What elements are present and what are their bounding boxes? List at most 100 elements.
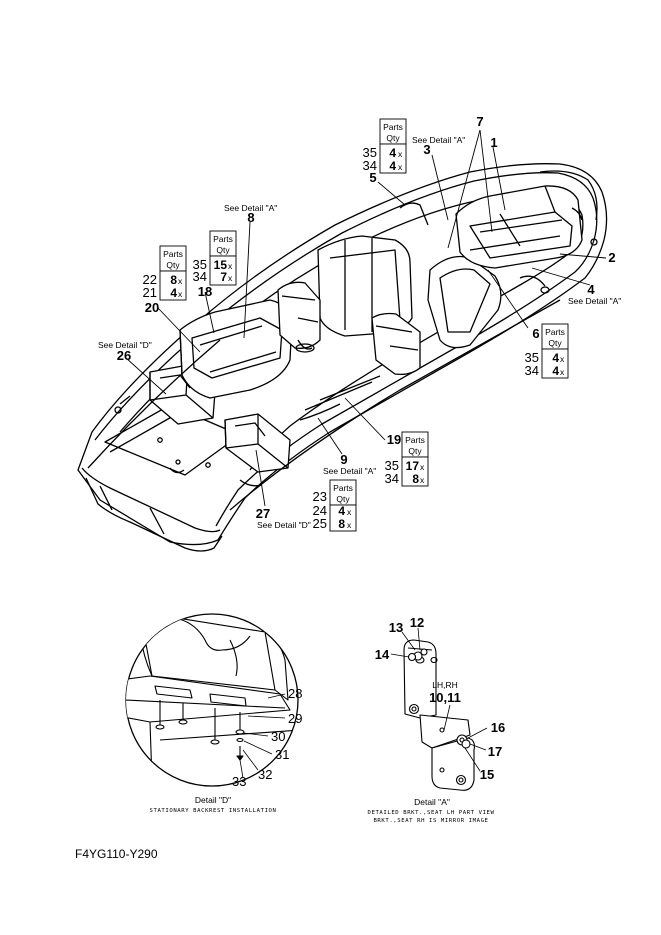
callout-18: 18 [198,284,212,299]
qty-label: Qty [386,133,400,143]
part-number: 35 [363,145,377,160]
qty-x: x [420,462,425,472]
qty-x: x [560,354,565,364]
part-number: 35 [525,350,539,365]
qty-value: 7 [220,270,227,284]
callout-1: 1 [490,135,497,150]
qty-value: 4 [170,286,177,300]
callout-3: 3 [423,142,430,157]
part-number: 21 [143,285,157,300]
parts-label: Parts [383,122,403,132]
detail-d: 28 29 30 31 32 33 Detail "D" STATIONARY … [125,613,302,814]
part-number: 22 [143,272,157,287]
detail-a-label-16: 16 [491,720,505,735]
detail-a-title: Detail "A" [414,797,450,807]
detail-d-label-28: 28 [288,686,302,701]
parts-label: Parts [545,327,565,337]
parts-table-3: Parts Qty 35 4 x 34 4 x [363,118,407,174]
see-detail-a-8: See Detail "A" [224,203,277,213]
qty-label: Qty [336,494,350,504]
see-detail-notes: See Detail "A" See Detail "A" See Detail… [98,135,621,530]
detail-a-label-12: 12 [410,615,424,630]
part-number: 35 [385,458,399,473]
see-detail-d-26: See Detail "D" [98,340,152,350]
detail-a-subtitle-1: DETAILED BRKT.,SEAT LH PART VIEW [368,810,495,816]
figure-code: F4YG110-Y290 [75,847,158,861]
qty-value: 17 [406,459,420,473]
callout-5: 5 [369,170,376,185]
detail-a-labels: 12 13 14 15 16 17 LH,RH 10,11 Detail "A"… [368,615,506,824]
see-detail-a-3: See Detail "A" [412,135,465,145]
qty-label: Qty [548,338,562,348]
detail-a-label-15: 15 [480,767,494,782]
qty-x: x [347,507,352,517]
qty-x: x [398,162,403,172]
detail-d-label-32: 32 [258,767,272,782]
callout-2: 2 [608,250,615,265]
detail-d-label-31: 31 [275,747,289,762]
qty-x: x [398,149,403,159]
part-number: 35 [193,257,207,272]
detail-a-lhrh: LH,RH [432,680,458,690]
see-detail-a-4: See Detail "A" [568,296,621,306]
qty-value: 15 [214,258,228,272]
callout-8: 8 [247,210,254,225]
qty-x: x [420,475,425,485]
callout-numbers: 1 2 3 4 5 6 7 8 9 18 19 20 26 27 [117,114,616,521]
qty-label: Qty [216,245,230,255]
leader-lines [125,129,607,507]
parts-label: Parts [333,483,353,493]
callout-19: 19 [387,432,401,447]
qty-value: 8 [170,273,177,287]
callout-6: 6 [532,326,539,341]
detail-a-bracket-label: 10,11 [429,690,461,705]
detail-d-label-29: 29 [288,711,302,726]
qty-x: x [228,261,233,271]
parts-table-18: Parts Qty 22 8 x 21 4 x [143,245,187,301]
qty-value: 8 [338,517,345,531]
callout-7: 7 [476,114,483,129]
qty-value: 4 [552,364,559,378]
parts-table-6: Parts Qty 35 4 x 34 4 x [525,323,569,379]
qty-x: x [347,520,352,530]
part-number: 24 [313,503,327,518]
see-detail-d-27: See Detail "D" [257,520,311,530]
part-number: 34 [193,269,207,284]
qty-value: 4 [552,351,559,365]
detail-d-subtitle: STATIONARY BACKREST INSTALLATION [150,808,277,814]
qty-x: x [228,273,233,283]
qty-x: x [178,289,183,299]
qty-value: 4 [389,159,396,173]
boat-drawing [77,163,608,552]
callout-4: 4 [587,282,595,297]
part-number: 34 [363,158,377,173]
part-number: 23 [313,489,327,504]
part-number: 34 [525,363,539,378]
qty-value: 4 [338,504,345,518]
see-detail-a-9: See Detail "A" [323,466,376,476]
detail-a-label-14: 14 [375,647,390,662]
parts-table-27: Parts Qty 23 24 4 x 25 8 x [313,479,357,532]
detail-d-label-33: 33 [232,774,246,789]
qty-label: Qty [408,446,422,456]
callout-27: 27 [256,506,270,521]
detail-d-title: Detail "D" [195,795,231,805]
parts-table-8: Parts Qty 35 15 x 34 7 x [193,230,237,286]
callout-20: 20 [145,300,159,315]
callout-26: 26 [117,348,131,363]
qty-value: 4 [389,146,396,160]
parts-label: Parts [163,249,183,259]
qty-value: 8 [412,472,419,486]
detail-a-label-13: 13 [389,620,403,635]
part-number: 25 [313,516,327,531]
detail-a-leaders [390,627,488,772]
parts-label: Parts [405,435,425,445]
detail-a-subtitle-2: BRKT.,SEAT RH IS MIRROR IMAGE [373,818,488,824]
part-number: 34 [385,471,399,486]
callout-9: 9 [340,452,347,467]
parts-table-19: Parts Qty 35 17 x 34 8 x [385,431,429,487]
qty-x: x [178,276,183,286]
detail-a-label-17: 17 [488,744,502,759]
detail-d-label-30: 30 [271,729,285,744]
qty-x: x [560,367,565,377]
